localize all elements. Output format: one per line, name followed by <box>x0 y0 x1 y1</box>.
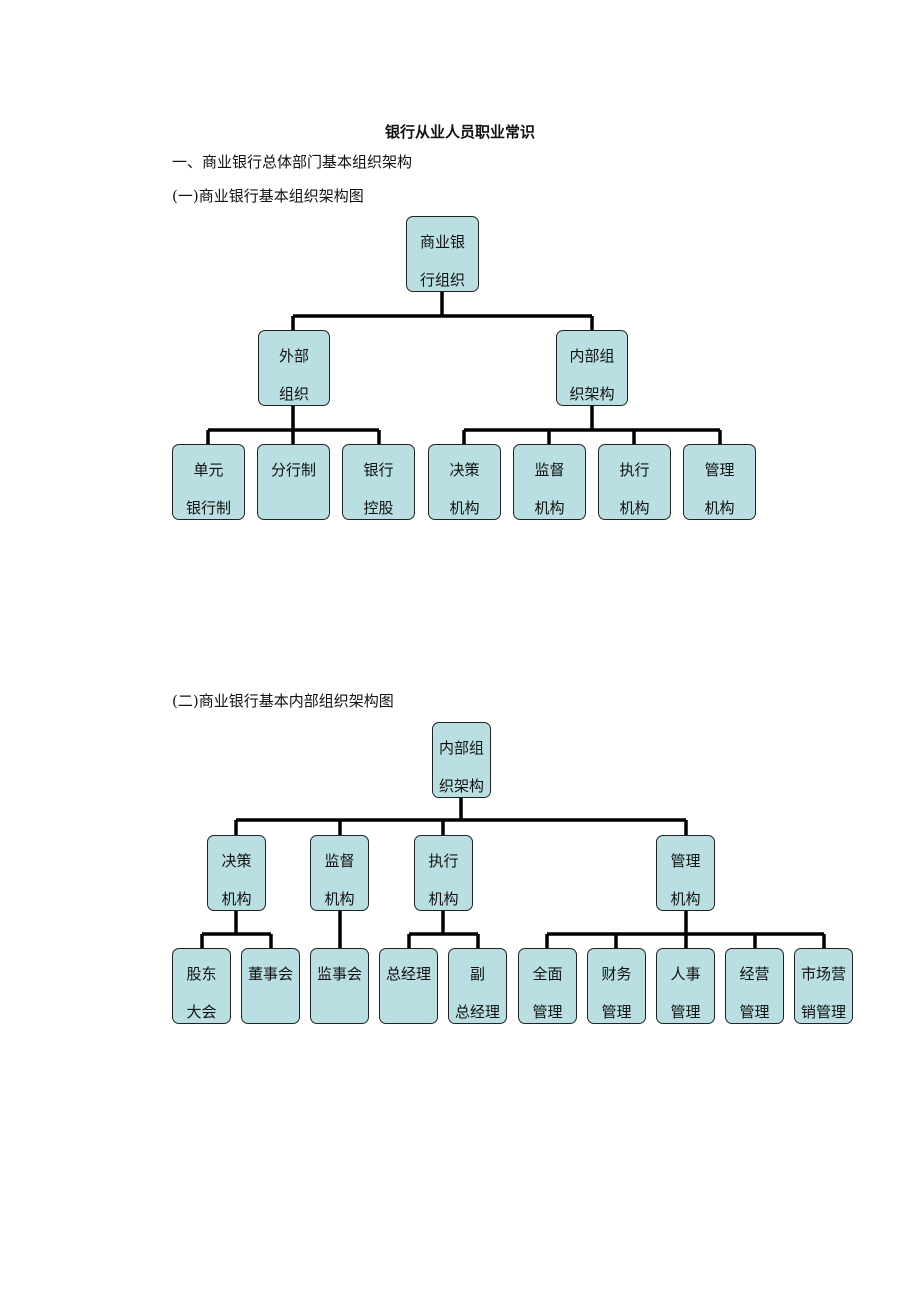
org-node-level2: 管理机构 <box>656 835 715 911</box>
org-node-root: 商业银行组织 <box>406 216 479 292</box>
org-node-level2: 决策机构 <box>207 835 266 911</box>
node-label: 银行制 <box>185 499 231 517</box>
node-label: 人事 <box>670 965 701 983</box>
node-label: 织架构 <box>569 385 615 403</box>
node-label: 管理 <box>670 852 701 870</box>
node-label: 监督 <box>534 461 565 479</box>
org-node-internal-child: 管理机构 <box>683 444 756 520</box>
node-label: 管理 <box>532 1003 563 1021</box>
node-label: 织架构 <box>438 777 484 795</box>
chart1-caption: (一)商业银行基本组织架构图 <box>172 187 364 205</box>
org-node-level2: 执行机构 <box>414 835 473 911</box>
section-heading: 一、商业银行总体部门基本组织架构 <box>172 153 413 171</box>
node-label: 机构 <box>534 499 565 517</box>
node-label: 内部组 <box>569 347 615 365</box>
org-node-internal-child: 监督机构 <box>513 444 586 520</box>
org-node-external-child: 单元银行制 <box>172 444 245 520</box>
node-label: 商业银 <box>419 233 465 251</box>
node-label: 管理 <box>704 461 735 479</box>
node-label: 大会 <box>186 1003 217 1021</box>
chart2-caption: (二)商业银行基本内部组织架构图 <box>172 692 394 710</box>
org-node-decision-child: 董事会 <box>241 948 300 1024</box>
node-label: 行组织 <box>419 271 465 289</box>
node-label: 管理 <box>670 1003 701 1021</box>
org-node-external: 外部组织 <box>258 330 330 406</box>
node-label: 机构 <box>221 890 252 908</box>
node-label: 总经理 <box>385 965 431 983</box>
node-label: 分行制 <box>270 461 316 479</box>
org-node-internal-child: 决策机构 <box>428 444 501 520</box>
node-label: 财务 <box>601 965 632 983</box>
node-label: 机构 <box>428 890 459 908</box>
node-label: 销管理 <box>800 1003 846 1021</box>
node-label: 监事会 <box>316 965 362 983</box>
org-node-management-child: 经营管理 <box>725 948 784 1024</box>
node-label: 机构 <box>704 499 735 517</box>
node-label: 市场营 <box>800 965 846 983</box>
node-label: 组织 <box>278 385 309 403</box>
node-label: 机构 <box>324 890 355 908</box>
node-label: 董事会 <box>247 965 293 983</box>
org-node-internal: 内部组织架构 <box>556 330 628 406</box>
node-label: 管理 <box>739 1003 770 1021</box>
node-label: 外部 <box>278 347 309 365</box>
node-label: 执行 <box>428 852 459 870</box>
org-node-root: 内部组织架构 <box>432 722 491 798</box>
node-label: 执行 <box>619 461 650 479</box>
node-label: 单元 <box>193 461 224 479</box>
node-label: 机构 <box>670 890 701 908</box>
document-title: 银行从业人员职业常识 <box>384 123 535 141</box>
org-node-external-child: 银行控股 <box>342 444 415 520</box>
org-node-decision-child: 股东大会 <box>172 948 231 1024</box>
node-label: 经营 <box>739 965 770 983</box>
node-label: 机构 <box>619 499 650 517</box>
node-label: 控股 <box>363 499 394 517</box>
org-node-external-child: 分行制 <box>257 444 330 520</box>
node-label: 全面 <box>532 965 563 983</box>
node-label: 副 <box>469 965 485 983</box>
node-label: 机构 <box>449 499 480 517</box>
node-label: 监督 <box>324 852 355 870</box>
node-label: 股东 <box>186 965 217 983</box>
node-label: 决策 <box>449 461 480 479</box>
org-node-management-child: 全面管理 <box>518 948 577 1024</box>
node-label: 决策 <box>221 852 252 870</box>
node-label: 内部组 <box>438 739 484 757</box>
org-node-management-child: 市场营销管理 <box>794 948 853 1024</box>
org-node-execution-child: 副总经理 <box>448 948 507 1024</box>
org-node-level2: 监督机构 <box>310 835 369 911</box>
org-node-execution-child: 总经理 <box>379 948 438 1024</box>
node-label: 银行 <box>363 461 394 479</box>
org-node-internal-child: 执行机构 <box>598 444 671 520</box>
node-label: 管理 <box>601 1003 632 1021</box>
org-node-management-child: 财务管理 <box>587 948 646 1024</box>
org-node-supervision-child: 监事会 <box>310 948 369 1024</box>
org-node-management-child: 人事管理 <box>656 948 715 1024</box>
node-label: 总经理 <box>454 1003 500 1021</box>
